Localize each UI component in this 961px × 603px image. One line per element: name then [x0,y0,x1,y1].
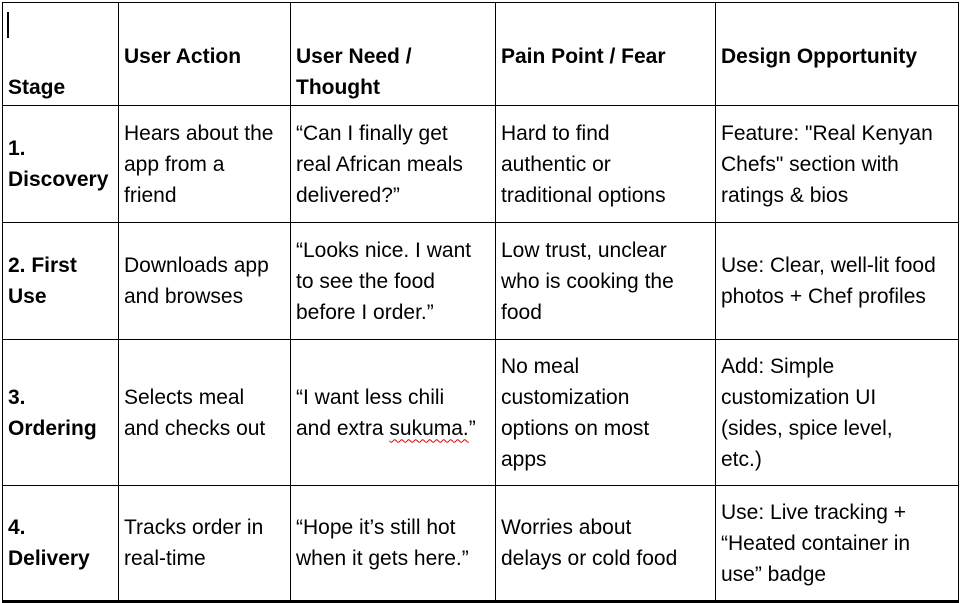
table-row-delivery: 4. Delivery Tracks order in real-time “H… [2,485,959,602]
quote-prefix: “I want less chili and extra [296,385,445,440]
cell-discovery-pain-point[interactable]: Hard to find authentic or traditional op… [495,105,716,223]
header-label-user-need: User Need / Thought [296,45,412,99]
misspelled-word[interactable]: sukuma. [389,416,469,440]
cell-discovery-user-action[interactable]: Hears about the app from a friend [118,105,291,223]
header-cell-user-need[interactable]: User Need / Thought [290,2,496,106]
cell-ordering-pain-point[interactable]: No meal customization options on most ap… [495,339,716,486]
table-row-discovery: 1. Discovery Hears about the app from a … [2,105,959,223]
text-cursor [7,12,9,38]
cell-first-use-user-need[interactable]: “Looks nice. I want to see the food befo… [290,222,496,340]
cell-ordering-user-need[interactable]: “I want less chili and extra sukuma.” [290,339,496,486]
cell-first-use-user-action[interactable]: Downloads app and browses [118,222,291,340]
cell-delivery-user-need[interactable]: “Hope it’s still hot when it gets here.” [290,485,496,602]
table-row-ordering: 3. Ordering Selects meal and checks out … [2,339,959,486]
header-label-design-opportunity: Design Opportunity [721,45,917,68]
header-label-pain-point: Pain Point / Fear [501,45,666,68]
cell-ordering-design-opportunity[interactable]: Add: Simple customization UI (sides, spi… [715,339,959,486]
cell-first-use-stage[interactable]: 2. First Use [2,222,119,340]
header-cell-user-action[interactable]: User Action [118,2,291,106]
table-row-first-use: 2. First Use Downloads app and browses “… [2,222,959,340]
cell-delivery-user-action[interactable]: Tracks order in real-time [118,485,291,602]
cell-delivery-pain-point[interactable]: Worries about delays or cold food [495,485,716,602]
header-row: Stage User Action User Need / Thought Pa… [2,2,959,106]
header-cell-design-opportunity[interactable]: Design Opportunity [715,2,959,106]
cell-ordering-stage[interactable]: 3. Ordering [2,339,119,486]
header-cell-pain-point[interactable]: Pain Point / Fear [495,2,716,106]
cell-ordering-user-action[interactable]: Selects meal and checks out [118,339,291,486]
cell-discovery-stage[interactable]: 1. Discovery [2,105,119,223]
cell-delivery-stage[interactable]: 4. Delivery [2,485,119,602]
header-label-stage: Stage [8,76,66,99]
header-cell-stage[interactable]: Stage [2,2,119,106]
cell-delivery-design-opportunity[interactable]: Use: Live tracking + “Heated container i… [715,485,959,602]
cell-first-use-design-opportunity[interactable]: Use: Clear, well-lit food photos + Chef … [715,222,959,340]
cell-first-use-pain-point[interactable]: Low trust, unclear who is cooking the fo… [495,222,716,340]
quote-suffix: ” [468,416,476,440]
header-label-user-action: User Action [124,45,242,68]
cell-discovery-user-need[interactable]: “Can I finally get real African meals de… [290,105,496,223]
cell-discovery-design-opportunity[interactable]: Feature: "Real Kenyan Chefs" section wit… [715,105,959,223]
